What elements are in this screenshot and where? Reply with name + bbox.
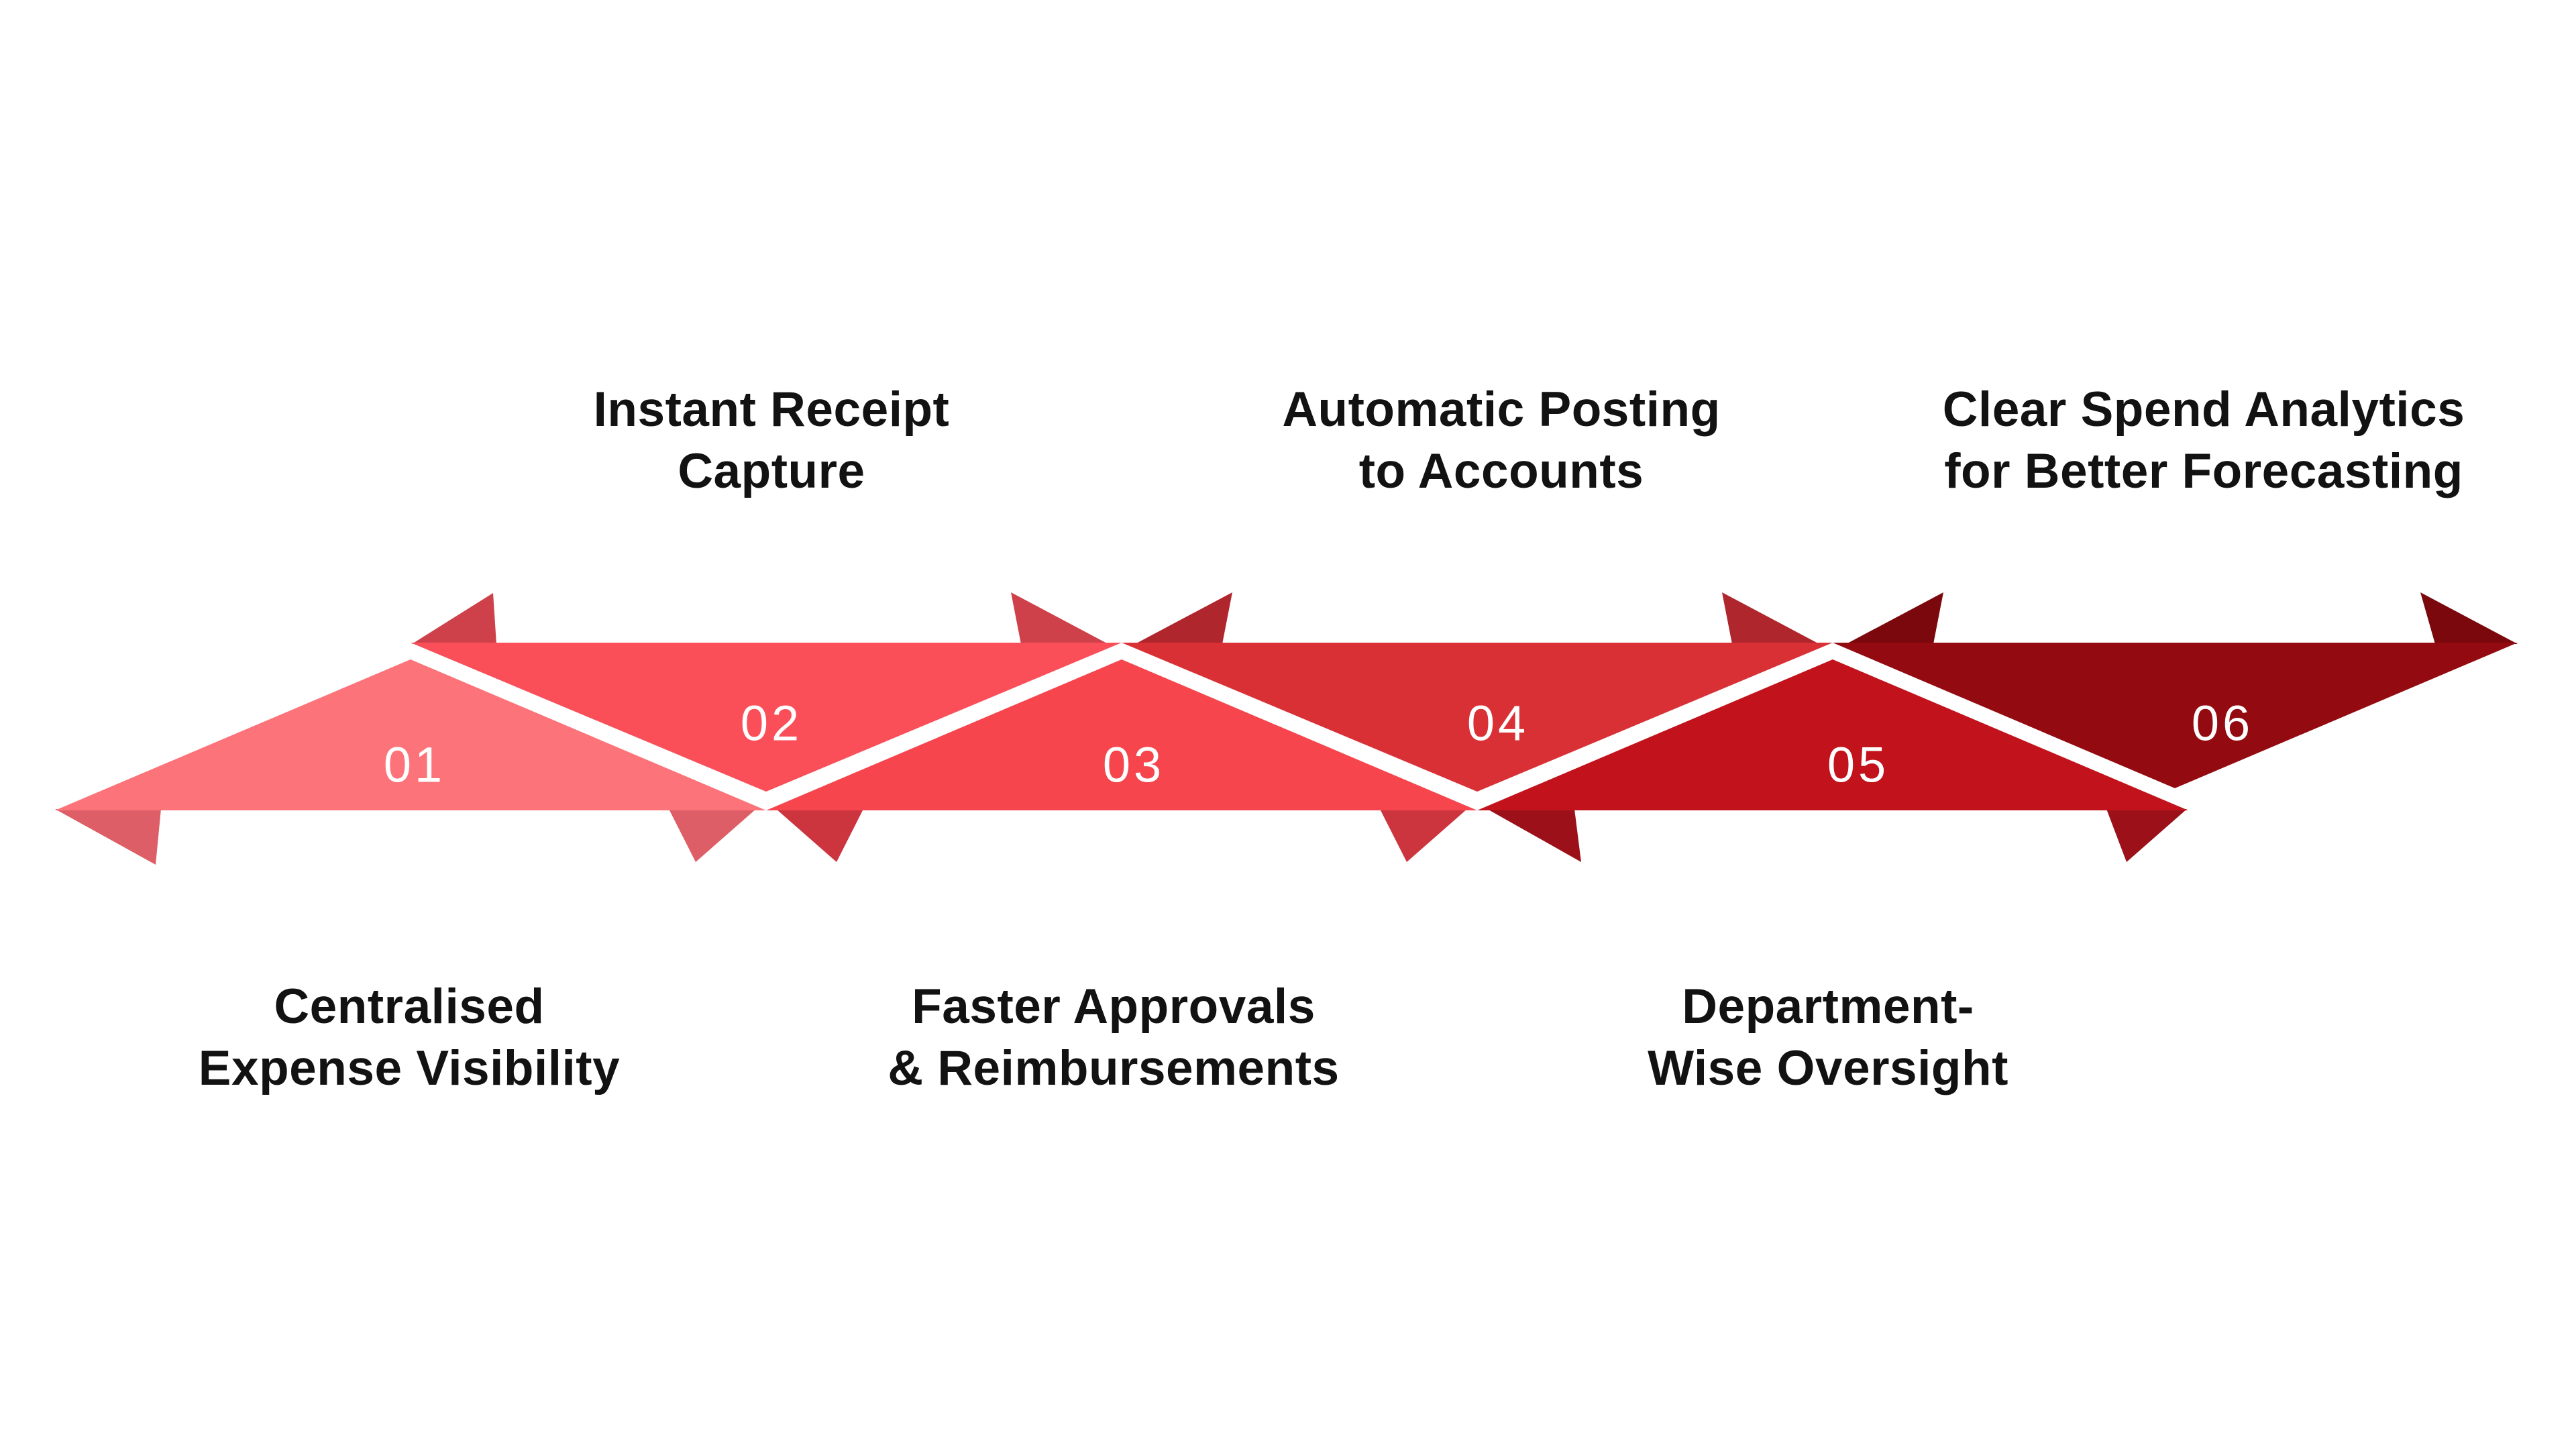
step-number-03: 03 [1102,737,1165,793]
ribbon-segments [55,643,2518,810]
segment-06-arrow-tip-fold-icon [2420,592,2518,644]
segment-04-left-spike-fold-icon [1135,592,1232,644]
step-label-04: Automatic Posting to Accounts [1282,382,1721,498]
segment-05-shape [1477,659,2188,810]
step-number-04: 04 [1466,695,1529,751]
segment-05-right-leg-fold-icon [2106,809,2187,862]
segment-06-shape [1833,643,2518,788]
segment-03-right-leg-fold-icon [1380,809,1467,862]
segment-01-left-tail-fold-icon [55,809,161,865]
step-number-05: 05 [1827,737,1890,793]
step-label-02: Instant Receipt Capture [593,382,950,498]
step-label-03: Faster Approvals & Reimbursements [888,979,1340,1095]
segment-02-right-spike-fold-icon [1011,592,1108,644]
ribbon-folds [55,592,2518,865]
step-number-01: 01 [383,737,446,793]
step-number-06: 06 [2191,695,2254,751]
segment-04-shape [1122,643,1833,792]
segment-03-shape [766,659,1477,810]
step-label-06: Clear Spend Analytics for Better Forecas… [1942,382,2465,498]
segment-01-right-leg-fold-icon [669,809,756,862]
segment-05-left-leg-fold-icon [1487,809,1581,862]
step-label-01: Centralised Expense Visibility [198,979,621,1095]
segment-06-left-spike-fold-icon [1846,592,1943,644]
segment-03-left-leg-fold-icon [776,809,863,862]
segment-02-shape [411,643,1122,792]
segment-01-shape [55,659,766,810]
segment-04-right-spike-fold-icon [1722,592,1819,644]
step-number-02: 02 [740,695,803,751]
segment-02-left-spike-fold-icon [412,593,496,644]
step-label-05: Department- Wise Oversight [1648,979,2008,1095]
